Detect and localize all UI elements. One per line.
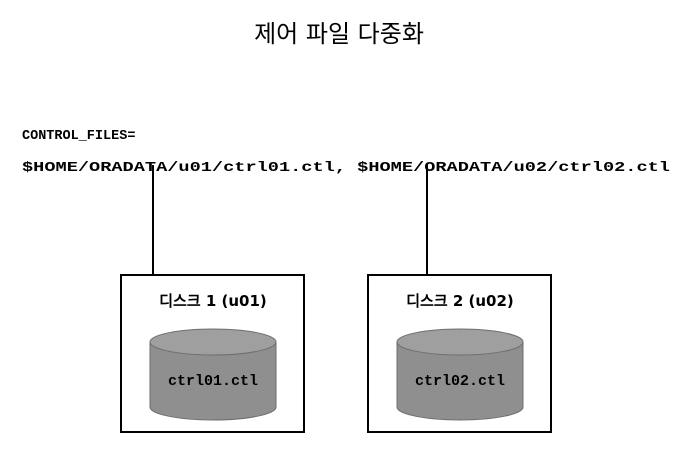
disk-1-label: 디스크 1 (u01) — [159, 292, 267, 310]
disk-2-cylinder-icon — [396, 328, 524, 421]
disk-1: 디스크 1 (u01) ctrl01.ctl — [120, 274, 305, 433]
disk-2-file-name: ctrl02.ctl — [415, 373, 505, 390]
disk-2: 디스크 2 (u02) ctrl02.ctl — [367, 274, 552, 433]
control-files-value: $HOME/ORADATA/u01/ctrl01.ctl, $HOME/ORAD… — [22, 161, 670, 176]
disk-2-label: 디스크 2 (u02) — [406, 292, 514, 310]
diagram-title: 제어 파일 다중화 — [254, 20, 424, 48]
disk-1-file-name: ctrl01.ctl — [168, 373, 258, 390]
disk-1-cylinder-icon — [149, 328, 277, 421]
control-files-parameter: CONTROL_FILES= — [22, 129, 135, 144]
